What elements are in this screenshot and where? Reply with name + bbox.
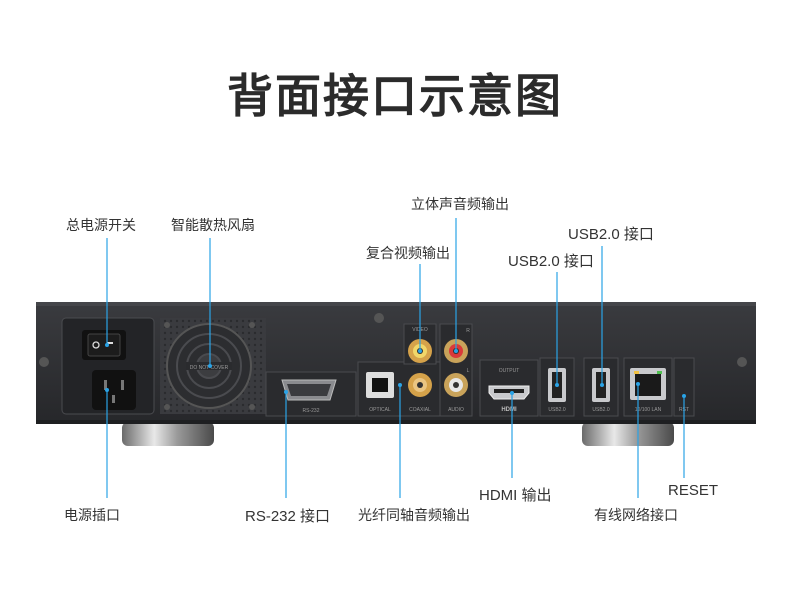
label-power-switch: 总电源开关 xyxy=(66,218,136,234)
label-rs232: RS-232 接口 xyxy=(245,508,331,525)
audio-l-text: L xyxy=(467,368,470,374)
right-foot xyxy=(582,422,674,446)
label-optical-coaxial: 光纤同轴音频输出 xyxy=(358,508,470,524)
label-power-socket: 电源插口 xyxy=(64,508,120,524)
label-hdmi-out: HDMI 输出 xyxy=(479,487,552,504)
page-title: 背面接口示意图 xyxy=(227,69,563,123)
screw-left xyxy=(39,357,49,367)
coaxial-text: COAXIAL xyxy=(409,407,431,413)
label-usb-2: USB2.0 接口 xyxy=(568,226,654,243)
rs232-text: RS-232 xyxy=(303,408,320,414)
label-ethernet: 有线网络接口 xyxy=(594,508,678,524)
label-stereo-audio-out: 立体声音频输出 xyxy=(411,197,509,213)
label-reset: RESET xyxy=(668,482,719,499)
audio-r-text: R xyxy=(466,328,470,334)
left-foot xyxy=(122,422,214,446)
label-cooling-fan: 智能散热风扇 xyxy=(171,218,255,234)
label-composite-video-out: 复合视频输出 xyxy=(366,246,450,262)
screw-top xyxy=(374,313,384,323)
usb2-text: USB2.0 xyxy=(592,407,609,413)
hdmi-text: HDMI xyxy=(501,407,517,413)
power-socket xyxy=(92,370,136,410)
audio-text: AUDIO xyxy=(448,407,464,413)
fan-text: DO NOT COVER xyxy=(190,365,229,371)
output-text: OUTPUT xyxy=(499,368,520,374)
usb1-text: USB2.0 xyxy=(548,407,565,413)
optical-text: OPTICAL xyxy=(369,407,391,413)
lan-text: 10/100 LAN xyxy=(635,407,662,413)
label-usb-1: USB2.0 接口 xyxy=(508,253,594,270)
screw-right xyxy=(737,357,747,367)
